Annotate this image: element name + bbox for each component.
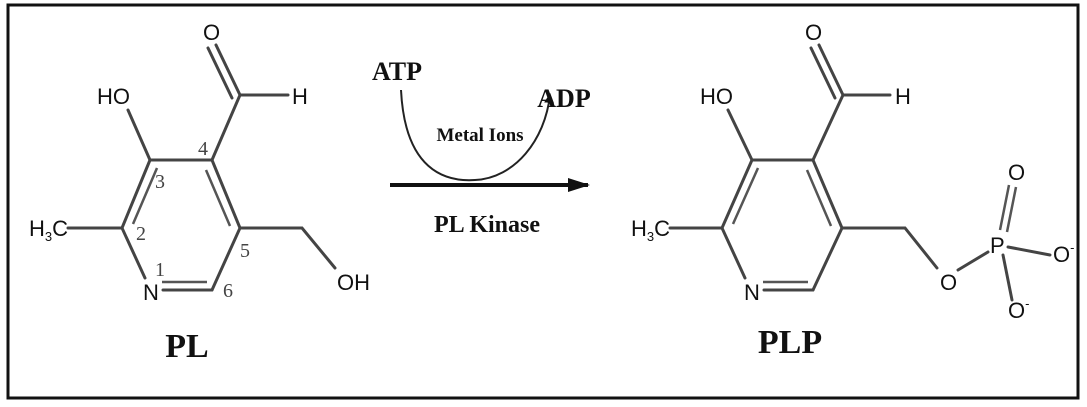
atom-ho: HO xyxy=(97,84,130,109)
compound-label-plp: PLP xyxy=(758,324,822,361)
atom-n: N xyxy=(143,280,159,305)
ring-number-2: 2 xyxy=(136,223,146,245)
compound-label-pl: PL xyxy=(165,328,208,365)
ring-number-5: 5 xyxy=(240,240,250,262)
atom-o-double: O xyxy=(1008,160,1025,185)
atom-oh: OH xyxy=(337,270,370,295)
ring-number-4: 4 xyxy=(198,138,208,160)
ring-double-bonds xyxy=(131,167,232,284)
atom-o-minus: O- xyxy=(1053,240,1074,267)
ring-number-6: 6 xyxy=(223,280,233,302)
plp-structure: O H HO H3C N O P O O- O- PLP xyxy=(631,20,1074,361)
metal-ions-label: Metal Ions xyxy=(436,125,523,146)
figure-frame xyxy=(6,3,1080,400)
atom-o-minus: O- xyxy=(1008,296,1029,323)
p-o-double-bond xyxy=(998,184,1018,233)
ring-number-1: 1 xyxy=(155,259,165,281)
enzyme-label: PL Kinase xyxy=(434,212,540,238)
reaction-arrow: ATP ADP Metal Ions PL Kinase xyxy=(372,57,591,238)
atom-methyl: H3C xyxy=(631,216,670,244)
substituent-bonds xyxy=(66,43,337,270)
atom-h: H xyxy=(292,84,308,109)
substituent-bonds xyxy=(668,43,1052,302)
atom-o: O xyxy=(805,20,822,45)
atom-h: H xyxy=(895,84,911,109)
cofactor-arc-arrow xyxy=(400,89,555,182)
atom-ho: HO xyxy=(700,84,733,109)
atom-o-ester: O xyxy=(940,270,957,295)
adp-label: ADP xyxy=(537,84,591,113)
atom-methyl: H3C xyxy=(29,216,68,244)
atom-p: P xyxy=(990,233,1005,258)
atom-o: O xyxy=(203,20,220,45)
ring-double-bonds xyxy=(731,167,833,284)
ring-number-3: 3 xyxy=(155,171,165,193)
atp-label: ATP xyxy=(372,57,422,86)
atom-n: N xyxy=(744,280,760,305)
pl-structure: O H HO H3C N OH 1 2 3 4 5 6 PL xyxy=(29,20,370,365)
